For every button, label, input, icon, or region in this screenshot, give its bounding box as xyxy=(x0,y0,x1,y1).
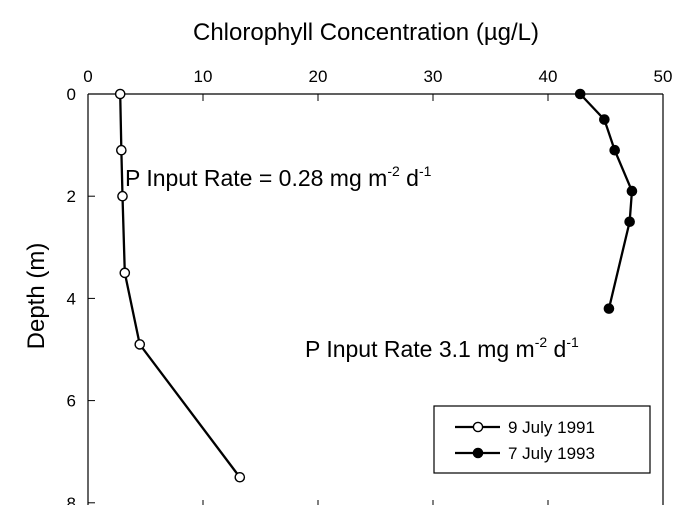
data-point xyxy=(116,144,127,156)
y-tick-label: 2 xyxy=(67,187,76,206)
series-line xyxy=(119,93,241,478)
x-tick-label: 20 xyxy=(309,67,328,86)
series-2 xyxy=(574,88,638,314)
x-tick-label: 0 xyxy=(83,67,92,86)
y-axis-label: Depth (m) xyxy=(23,243,50,350)
data-point xyxy=(117,190,128,202)
legend-label: 7 July 1993 xyxy=(508,444,595,463)
legend-marker xyxy=(472,447,484,459)
data-point xyxy=(134,339,146,350)
legend-box xyxy=(433,405,651,474)
chart-legend: 9 July 1991 7 July 1993 xyxy=(433,405,651,474)
x-tick-label: 30 xyxy=(424,67,443,86)
data-point xyxy=(624,216,635,228)
x-tick-label: 50 xyxy=(654,67,673,86)
chart-title: Chlorophyll Concentration (µg/L) xyxy=(193,19,539,46)
x-tick-label: 40 xyxy=(539,67,558,86)
series-1 xyxy=(114,88,246,483)
annotation-main: P Input Rate 3.1 mg m xyxy=(305,336,535,362)
annotation-text: P Input Rate 3.1 mg m-2 d-1 xyxy=(305,334,579,362)
y-tick-label: 4 xyxy=(67,289,76,308)
annotation-superscript: -2 xyxy=(535,334,548,350)
data-point xyxy=(626,185,638,197)
data-point xyxy=(574,88,586,100)
data-point xyxy=(119,267,131,279)
data-point xyxy=(603,303,615,314)
annotation-unit: d xyxy=(547,336,566,362)
annotation-main: P Input Rate = 0.28 mg m xyxy=(125,165,387,191)
annotation-superscript: -2 xyxy=(387,163,400,179)
annotation-superscript: -1 xyxy=(566,334,579,350)
x-tick-label: 10 xyxy=(194,67,213,86)
y-tick-label: 0 xyxy=(67,85,76,104)
annotation-layer: P Input Rate = 0.28 mg m-2 d-1P Input Ra… xyxy=(125,163,579,362)
plot-axes: 0 10 20 30 40 50 0 2 4 6 8 xyxy=(67,67,673,505)
series-layer xyxy=(114,88,638,483)
annotation-text: P Input Rate = 0.28 mg m-2 d-1 xyxy=(125,163,432,191)
legend-label: 9 July 1991 xyxy=(508,418,595,437)
data-point xyxy=(114,88,126,100)
annotation-unit: d xyxy=(400,165,419,191)
data-point xyxy=(599,114,610,125)
data-point xyxy=(609,144,621,156)
legend-marker xyxy=(472,421,484,433)
data-point xyxy=(234,471,246,483)
series-line xyxy=(579,93,634,309)
y-tick-label: 6 xyxy=(67,392,76,411)
annotation-superscript: -1 xyxy=(419,163,432,179)
y-tick-label: 8 xyxy=(67,494,76,505)
